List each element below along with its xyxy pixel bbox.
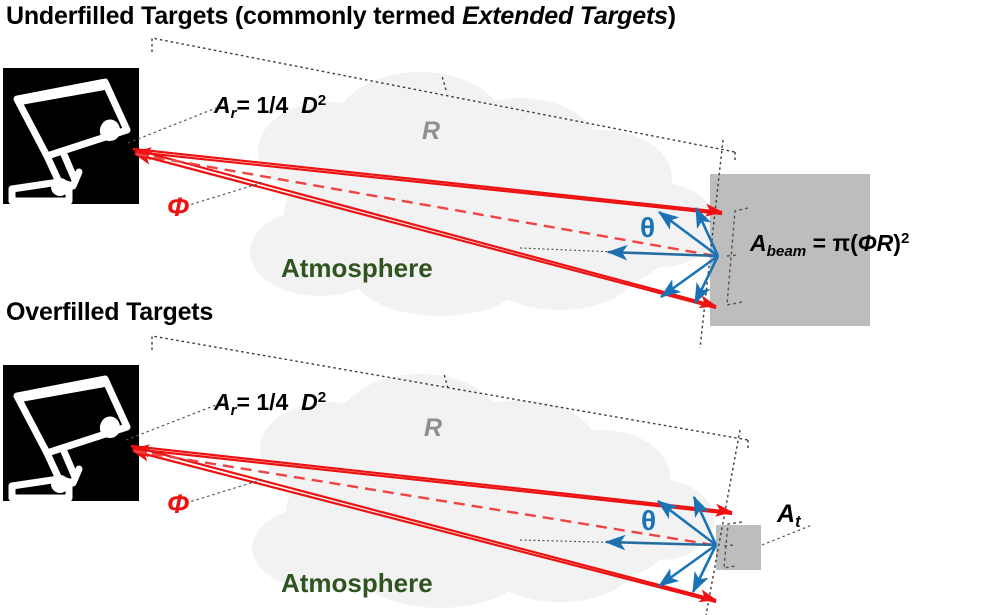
leader-lines-top	[127, 107, 265, 207]
beam-rhs-phi: Φ	[857, 230, 877, 256]
scatter-axis-top	[519, 247, 713, 257]
atmosphere-label-top: Atmosphere	[281, 253, 433, 283]
scatter-arrows-top	[606, 206, 720, 305]
page-title-overfilled: Overfilled Targets	[6, 298, 213, 327]
title-italic-part: Extended Targets	[462, 2, 668, 30]
beam-area-formula: Abeam = π(ΦR)2	[750, 229, 910, 260]
aperture-diameter: D	[301, 389, 318, 415]
atmosphere-label-bottom: Atmosphere	[281, 568, 433, 598]
laser-beam-cone-top	[132, 147, 724, 310]
range-bracket-top	[151, 37, 736, 160]
aperture-diameter: D	[301, 92, 318, 118]
aperture-power: 2	[317, 91, 327, 109]
camera-tile-bottom	[3, 365, 139, 502]
target-face-guide-bottom	[705, 429, 741, 615]
title-plain-part: Underfilled Targets (commonly termed	[6, 2, 463, 30]
target-plate-small	[716, 525, 761, 570]
beam-rhs-suffix: )	[893, 230, 901, 256]
laser-beam-cone-bottom	[130, 444, 734, 604]
range-label-top: R	[422, 117, 441, 145]
aperture-subscript: r	[230, 401, 237, 419]
target-area-label: At	[777, 500, 801, 532]
range-bracket-bottom	[151, 335, 749, 448]
aperture-subscript: r	[230, 104, 237, 122]
page-title-underfilled: Underfilled Targets (commonly termed Ext…	[6, 2, 676, 31]
divergence-label-bottom: Φ	[167, 489, 190, 519]
beam-extent-bracket-top	[726, 207, 749, 306]
divergence-label-top: Φ	[167, 192, 190, 222]
beam-rhs-range: R	[876, 230, 894, 256]
camera-tile-top	[3, 68, 139, 205]
title-tail-part: )	[667, 2, 676, 30]
lidar-camera-icon	[8, 78, 131, 205]
aperture-symbol: A	[214, 389, 231, 415]
beam-subscript: beam	[766, 242, 807, 260]
aperture-power: 2	[317, 388, 327, 406]
optical-axis-top	[135, 152, 717, 258]
scatter-axis-bottom	[519, 539, 711, 546]
lidar-camera-icon	[8, 375, 131, 502]
range-label-bottom: R	[424, 414, 443, 442]
scatter-angle-label-bottom: θ	[641, 505, 657, 536]
aperture-formula-bottom: Ar= 1/4 D2	[214, 388, 327, 419]
target-symbol: A	[777, 500, 796, 528]
aperture-equals: = 1/4	[236, 92, 289, 118]
optical-axis-bottom	[133, 449, 715, 547]
beam-power: 2	[900, 229, 910, 247]
aperture-equals: = 1/4	[236, 389, 289, 415]
cloud-shape-bottom	[252, 374, 714, 608]
leader-lines-bottom	[125, 404, 813, 546]
target-subscript: t	[795, 513, 801, 532]
target-plate-extended	[710, 174, 870, 326]
title-plain-part: Overfilled Targets	[6, 298, 214, 326]
aperture-symbol: A	[214, 92, 231, 118]
beam-symbol: A	[750, 230, 767, 256]
target-extent-bracket-bottom	[723, 521, 743, 569]
aperture-formula-top: Ar= 1/4 D2	[214, 91, 327, 122]
scatter-angle-label-top: θ	[640, 212, 656, 243]
beam-rhs-prefix: = π(	[812, 230, 858, 256]
